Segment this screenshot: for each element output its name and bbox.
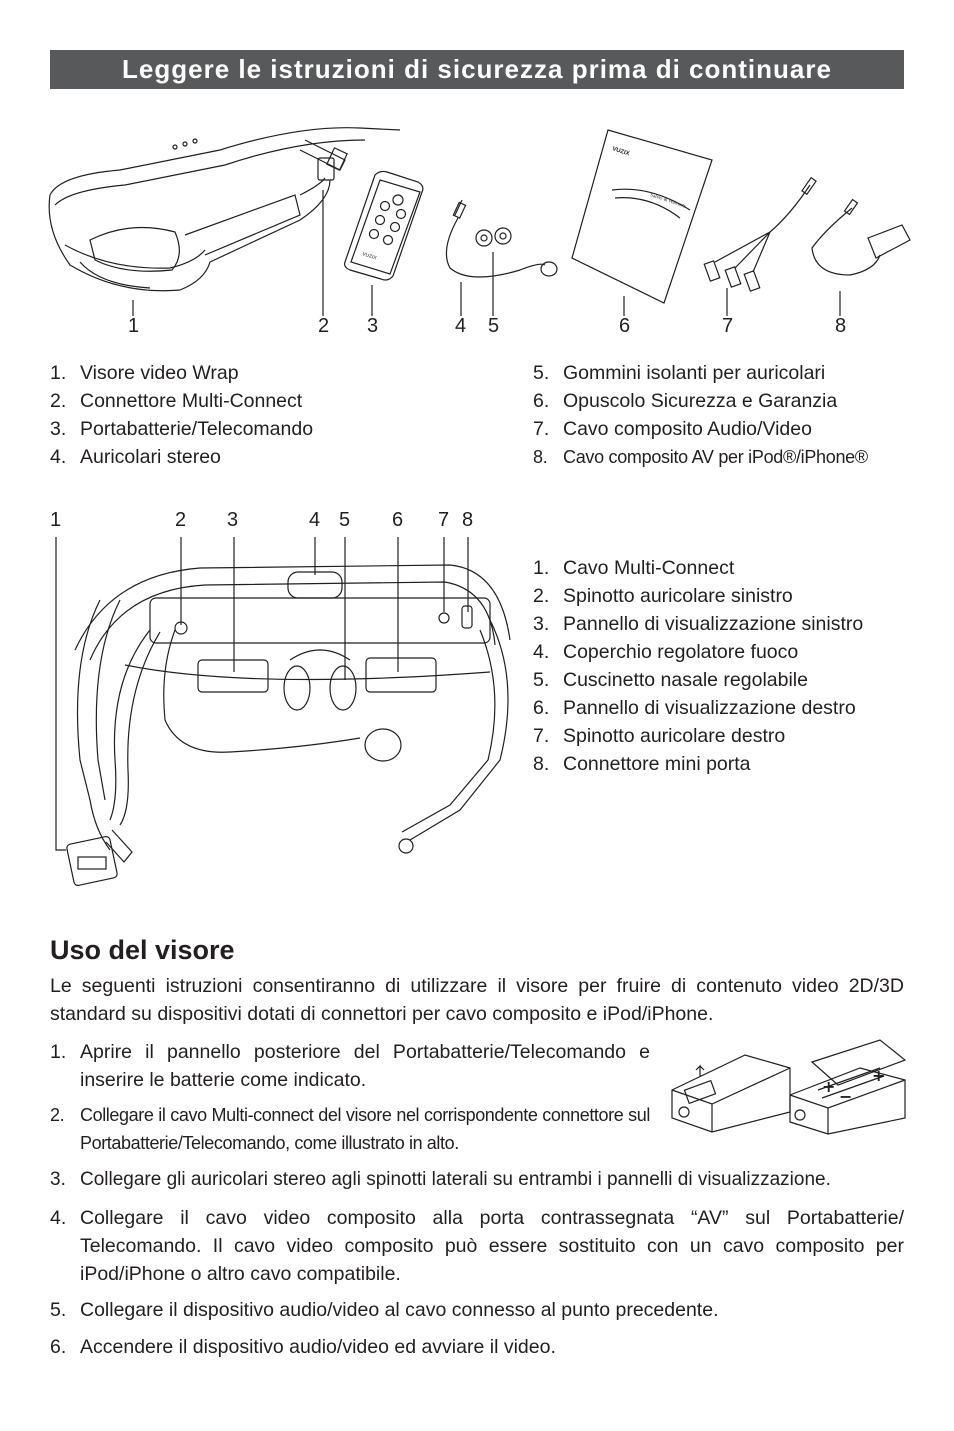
plus-icon: + xyxy=(822,1077,835,1096)
list-item: 7.Cavo composito Audio/Video xyxy=(533,418,812,440)
fig1-number-8: 8 xyxy=(835,315,847,337)
glasses-frame-drawing xyxy=(74,564,511,711)
fig2-number-2: 2 xyxy=(175,509,187,531)
step-1: 1.Aprire il pannello posteriore del Port… xyxy=(50,1041,650,1091)
booklet-brand: VUZIX xyxy=(611,146,630,157)
list-item: 8.Cavo composito AV per iPod®/iPhone® xyxy=(533,447,868,467)
plus-icon: + xyxy=(872,1066,885,1085)
section-title: Uso del visore xyxy=(50,935,235,965)
fig1-number-6: 6 xyxy=(619,315,631,337)
remote-brand: VUZIX xyxy=(361,251,377,261)
fig2-number-5: 5 xyxy=(339,509,351,531)
fig2-number-4: 4 xyxy=(309,509,321,531)
video-glasses-drawing xyxy=(48,127,401,292)
fig1-number-2: 2 xyxy=(318,315,330,337)
contents-illustration: VUZIX VUZIX Safety & Warranty xyxy=(48,127,911,316)
glasses-parts-list: 1.Cavo Multi-Connect 2.Spinotto auricola… xyxy=(533,554,933,778)
list-item: 3.Pannello di visualizzazione sinistro xyxy=(533,613,864,635)
cables-drawing xyxy=(66,629,402,886)
fig1-number-3: 3 xyxy=(367,315,379,337)
list-item: 8.Connettore mini porta xyxy=(533,753,751,775)
booklet-drawing xyxy=(571,129,713,304)
contents-list-right: 5.Gommini isolanti per auricolari 6.Opus… xyxy=(533,359,913,471)
fig1-number-7: 7 xyxy=(722,315,734,337)
list-item: 2.Spinotto auricolare sinistro xyxy=(533,585,793,607)
list-item: 1.Cavo Multi-Connect xyxy=(533,557,735,579)
list-item: 5.Cuscinetto nasale regolabile xyxy=(533,669,808,691)
step-2: 2.Collegare il cavo Multi-connect del vi… xyxy=(50,1105,650,1153)
battery-pack-open-drawing xyxy=(789,1039,907,1135)
fig2-number-1: 1 xyxy=(50,509,62,531)
temple-arms-drawing xyxy=(76,599,509,854)
list-item: 6.Pannello di visualizzazione destro xyxy=(533,697,856,719)
av-cable-drawing xyxy=(703,176,817,292)
battery-pack-illustration: + − + xyxy=(671,1039,907,1135)
list-item: 5.Gommini isolanti per auricolari xyxy=(533,362,826,384)
fig1-number-4: 4 xyxy=(455,315,467,337)
step-5: 5.Collegare il dispositivo audio/video a… xyxy=(50,1299,719,1321)
booklet-title: Safety & Warranty xyxy=(649,193,687,210)
multi-connector-drawing xyxy=(299,147,348,196)
fig2-number-6: 6 xyxy=(392,509,404,531)
fig2-number-7: 7 xyxy=(438,509,450,531)
list-item: 4.Auricolari stereo xyxy=(50,446,221,468)
step-6: 6.Accendere il dispositivo audio/video e… xyxy=(50,1336,556,1358)
list-item: 6.Opuscolo Sicurezza e Garanzia xyxy=(533,390,838,412)
minus-icon: − xyxy=(839,1087,852,1106)
list-item: 2.Connettore Multi-Connect xyxy=(50,390,303,412)
fig2-leader-lines xyxy=(55,537,469,851)
section-intro: Le seguenti istruzioni consentiranno di … xyxy=(50,975,904,1025)
list-item: 1.Visore video Wrap xyxy=(50,362,239,384)
earphones-drawing xyxy=(445,199,558,278)
ipod-cable-drawing xyxy=(811,198,911,276)
glasses-detail-illustration xyxy=(55,537,511,886)
fig2-number-3: 3 xyxy=(227,509,239,531)
remote-drawing xyxy=(343,170,424,281)
list-item: 4.Coperchio regolatore fuoco xyxy=(533,641,799,663)
fig1-leader-lines xyxy=(132,190,841,316)
fig1-number-5: 5 xyxy=(488,315,500,337)
step-3: 3.Collegare gli auricolari stereo agli s… xyxy=(50,1169,831,1190)
battery-pack-closed-drawing xyxy=(671,1054,791,1133)
safety-banner: Leggere le istruzioni di sicurezza prima… xyxy=(50,50,904,89)
list-item: 7.Spinotto auricolare destro xyxy=(533,725,786,747)
step-4: 4.Collegare il cavo video composito alla… xyxy=(50,1207,904,1285)
fig1-number-1: 1 xyxy=(128,315,140,337)
fig2-number-8: 8 xyxy=(462,509,474,531)
list-item: 3.Portabatterie/Telecomando xyxy=(50,418,314,440)
contents-list-left: 1.Visore video Wrap 2.Connettore Multi-C… xyxy=(50,359,490,471)
